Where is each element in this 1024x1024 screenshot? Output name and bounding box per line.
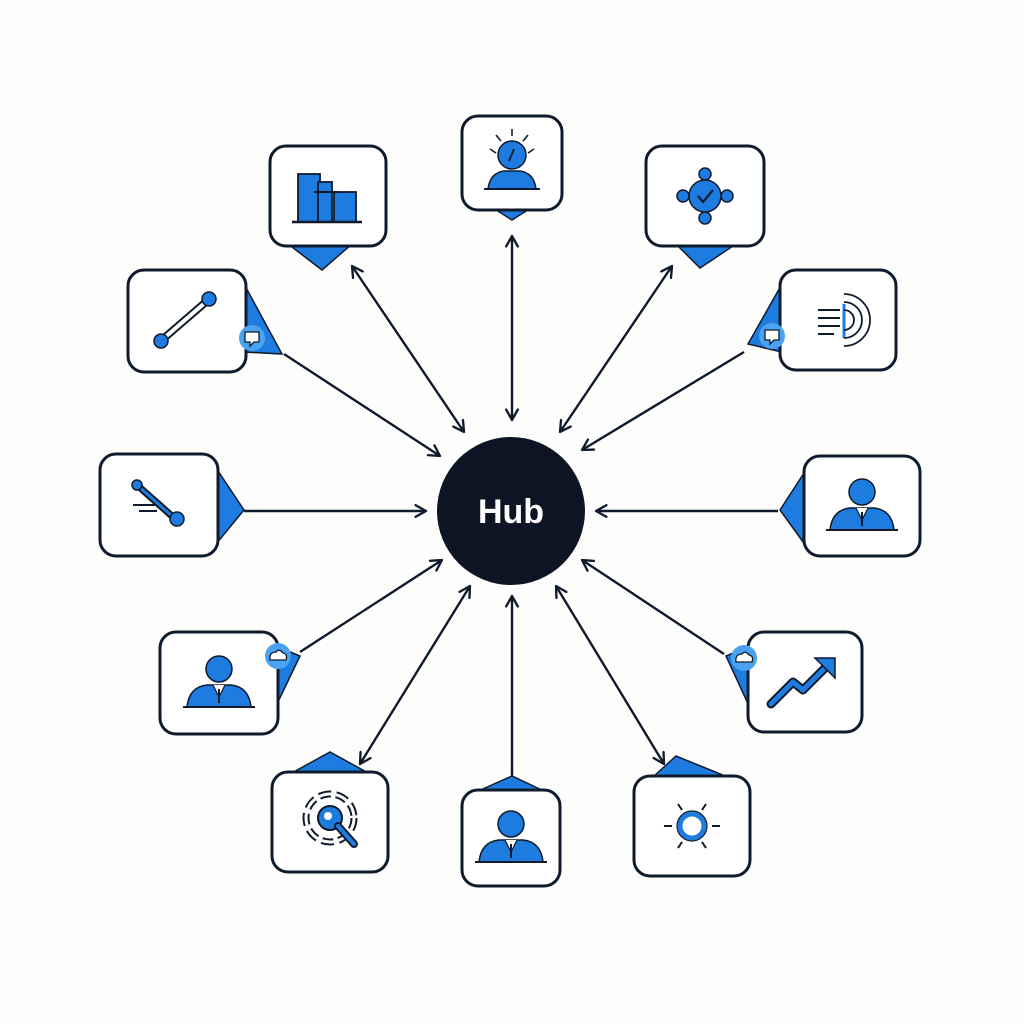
cloud-badge-icon [265,643,291,669]
building-icon [292,173,362,224]
node-card-top-right[interactable] [644,144,766,269]
node-card-top[interactable] [460,114,564,221]
node-card-bottom-right[interactable] [632,755,752,878]
connector-left-upper [283,352,442,458]
node-card-top-left[interactable] [268,144,388,271]
trend-up-icon [766,657,836,709]
connection-lines [244,234,778,776]
spoke-nodes [98,114,922,888]
node-card-bottom-left[interactable] [270,751,390,874]
pointer-tab [285,243,355,271]
node-card-left[interactable] [98,452,245,558]
connector-right-upper [580,350,745,452]
lightbulb-person-icon [484,129,540,190]
pointer-tab [215,465,245,547]
hub-node[interactable]: Hub [437,437,585,585]
person-icon [183,655,255,708]
network-check-icon [676,167,734,225]
connector-bottom-right [554,584,666,766]
chat-badge-icon [759,323,785,349]
person-icon [826,478,898,531]
hub-circle [437,437,585,585]
search-gear-icon [302,790,358,848]
card-frame [778,268,898,372]
chat-badge-icon [239,325,265,351]
hub-label: Hub [478,493,544,531]
node-card-left-lower[interactable] [158,630,302,736]
node-card-right-lower[interactable] [724,630,864,734]
card-frame [802,454,922,558]
card-frame [158,630,280,736]
broadcast-signal-icon [818,293,871,347]
lever-icon [131,479,185,527]
node-card-right[interactable] [779,454,922,558]
node-card-bottom[interactable] [460,775,562,888]
person-icon [475,810,547,863]
settings-sun-icon [664,803,720,849]
node-card-left-upper[interactable] [126,268,284,374]
card-frame [460,788,562,888]
connector-left-lower [299,558,444,654]
connector-top-right [558,264,674,434]
pointer-tab [674,243,739,269]
cloud-badge-icon [731,645,757,671]
link-icon [153,291,217,349]
connector-right-lower [580,558,725,656]
connector-top-left [350,264,466,434]
pointer-tab [779,467,807,549]
connector-bottom-left [358,584,472,766]
node-card-right-upper[interactable] [746,268,898,372]
